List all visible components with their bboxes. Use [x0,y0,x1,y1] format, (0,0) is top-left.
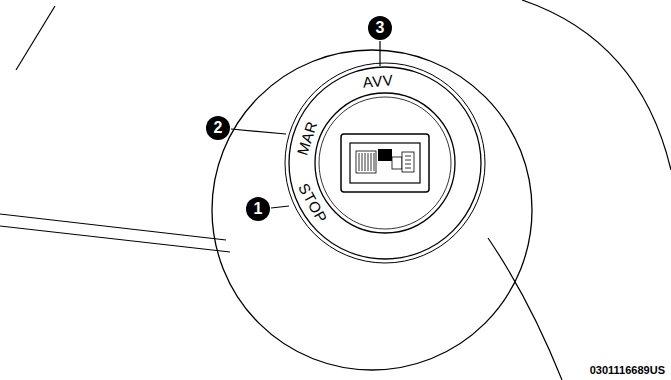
callout-number: 1 [246,197,270,221]
lock-cylinder [315,93,455,233]
leader-line [231,129,286,134]
position-label: AVV [362,72,394,90]
outer-bezel [289,67,481,259]
key-slot-wafer [356,151,376,173]
leader-line [271,206,289,208]
position-label: STOP [296,181,330,226]
position-label: MAR [294,119,319,157]
key-slot-wafer [392,157,402,169]
trim-line [0,214,226,240]
key-slot-hatching [359,153,374,171]
lock-cylinder-edge [319,97,451,229]
key-slot-wafer [378,149,392,161]
figure-code: 0301116689US [590,365,665,376]
key-slot-frame [341,134,429,192]
trim-line [522,0,671,170]
key-slot-hatching [405,156,411,168]
trim-line [16,6,55,70]
switch-housing [212,50,532,370]
callout-number: 2 [206,116,230,140]
trim-line [488,238,562,380]
key-slot-opening [350,143,420,183]
trim-line [0,226,230,252]
callout-number: 3 [368,16,392,40]
leader-line [379,41,380,66]
key-slot [341,134,429,192]
key-slot-wafer [402,152,414,172]
outer-bezel-edge [285,63,485,263]
